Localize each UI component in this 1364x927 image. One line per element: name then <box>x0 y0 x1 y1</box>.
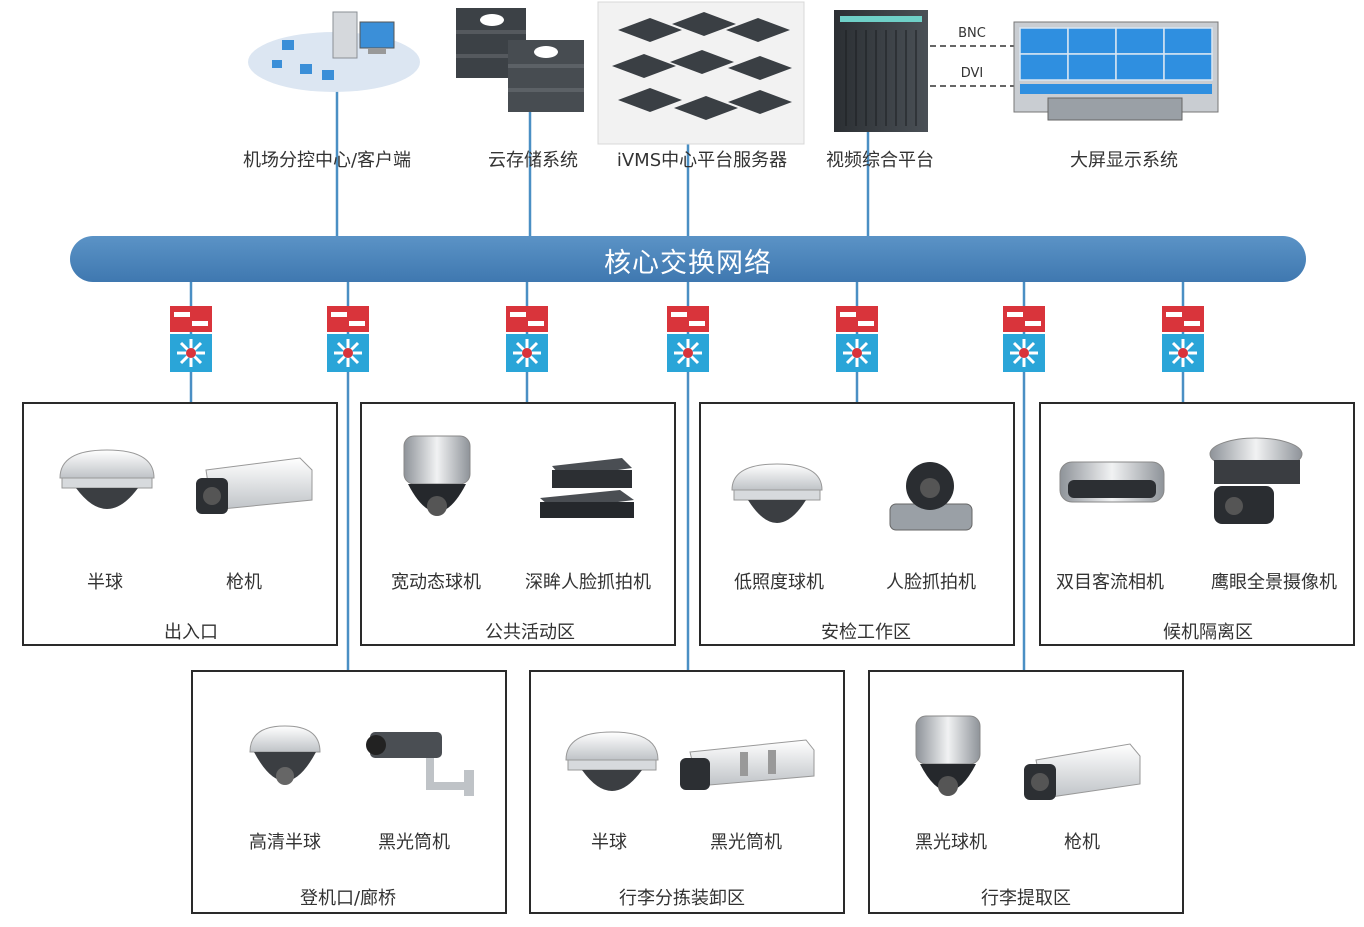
zone-title-boarding-gate: 登机口/廊桥 <box>299 888 397 909</box>
zone-title-security-check: 安检工作区 <box>821 622 911 643</box>
core-network-label: 核心交换网络 <box>604 248 772 279</box>
zone-public-area <box>360 402 676 646</box>
camera-label: 低照度球机 <box>734 572 824 593</box>
camera-label: 鹰眼全景摄像机 <box>1211 572 1337 593</box>
camera-label: 宽动态球机 <box>391 572 481 593</box>
server-cluster-icon <box>597 1 805 145</box>
switch-icon <box>170 306 212 372</box>
video-platform-rack-icon <box>834 10 928 132</box>
camera-label: 枪机 <box>226 572 262 593</box>
camera-label: 黑光筒机 <box>710 832 782 853</box>
zone-title-baggage-sorting: 行李分拣装卸区 <box>619 888 745 909</box>
camera-label: 黑光球机 <box>915 832 987 853</box>
cloud-storage-icon <box>456 8 584 112</box>
zone-baggage-sorting <box>529 670 845 914</box>
client-workstation-icon <box>248 11 420 92</box>
node-label-ivms-server: iVMS中心平台服务器 <box>616 150 788 171</box>
zone-title-baggage-claim: 行李提取区 <box>981 888 1071 909</box>
node-label-cloud-storage: 云存储系统 <box>488 150 578 171</box>
zone-departure-lounge <box>1039 402 1355 646</box>
switch-icon <box>1003 306 1045 372</box>
zone-security-check <box>699 402 1015 646</box>
zone-entrance <box>22 402 338 646</box>
camera-label: 人脸抓拍机 <box>886 572 976 593</box>
camera-label: 高清半球 <box>249 832 321 853</box>
switch-icon <box>1162 306 1204 372</box>
node-label-video-wall: 大屏显示系统 <box>1070 150 1178 171</box>
switch-icon <box>327 306 369 372</box>
zone-title-public-area: 公共活动区 <box>485 622 575 643</box>
node-label-video-platform: 视频综合平台 <box>826 150 934 171</box>
cable-label-bnc: BNC <box>958 26 986 41</box>
bnc-dvi-links <box>930 45 1016 87</box>
zone-baggage-claim <box>868 670 1184 914</box>
switch-icon <box>506 306 548 372</box>
node-label-client-center: 机场分控中心/客户端 <box>242 150 412 171</box>
camera-label: 深眸人脸抓拍机 <box>525 572 651 593</box>
zone-title-departure-lounge: 候机隔离区 <box>1163 622 1253 643</box>
switch-icon <box>667 306 709 372</box>
camera-label: 黑光筒机 <box>378 832 450 853</box>
cable-label-dvi: DVI <box>960 66 984 81</box>
zone-title-entrance: 出入口 <box>164 622 218 643</box>
camera-label: 半球 <box>591 832 627 853</box>
zone-boarding-gate <box>191 670 507 914</box>
camera-label: 双目客流相机 <box>1056 572 1164 593</box>
core-network-bus <box>70 236 1306 282</box>
camera-label: 枪机 <box>1064 832 1100 853</box>
uplink-lines <box>335 88 870 240</box>
camera-label: 半球 <box>87 572 123 593</box>
switch-icon <box>836 306 878 372</box>
video-wall-icon <box>1013 21 1219 121</box>
